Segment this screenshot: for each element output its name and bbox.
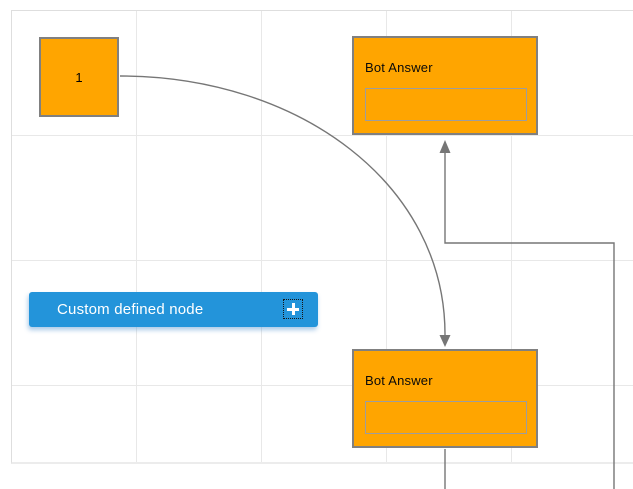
- custom-defined-node[interactable]: Custom defined node: [29, 292, 318, 327]
- bot-answer-top-input-box[interactable]: [365, 88, 527, 121]
- plus-icon[interactable]: [283, 299, 303, 319]
- custom-node-label: Custom defined node: [57, 301, 204, 318]
- bot-answer-top-title: Bot Answer: [365, 60, 433, 75]
- bot-answer-bottom-input-box[interactable]: [365, 401, 527, 434]
- start-node[interactable]: 1: [39, 37, 119, 117]
- start-node-label: 1: [75, 69, 83, 85]
- bot-answer-bottom-title: Bot Answer: [365, 373, 433, 388]
- bot-answer-node-bottom[interactable]: Bot Answer: [352, 349, 538, 448]
- bot-answer-node-top[interactable]: Bot Answer: [352, 36, 538, 135]
